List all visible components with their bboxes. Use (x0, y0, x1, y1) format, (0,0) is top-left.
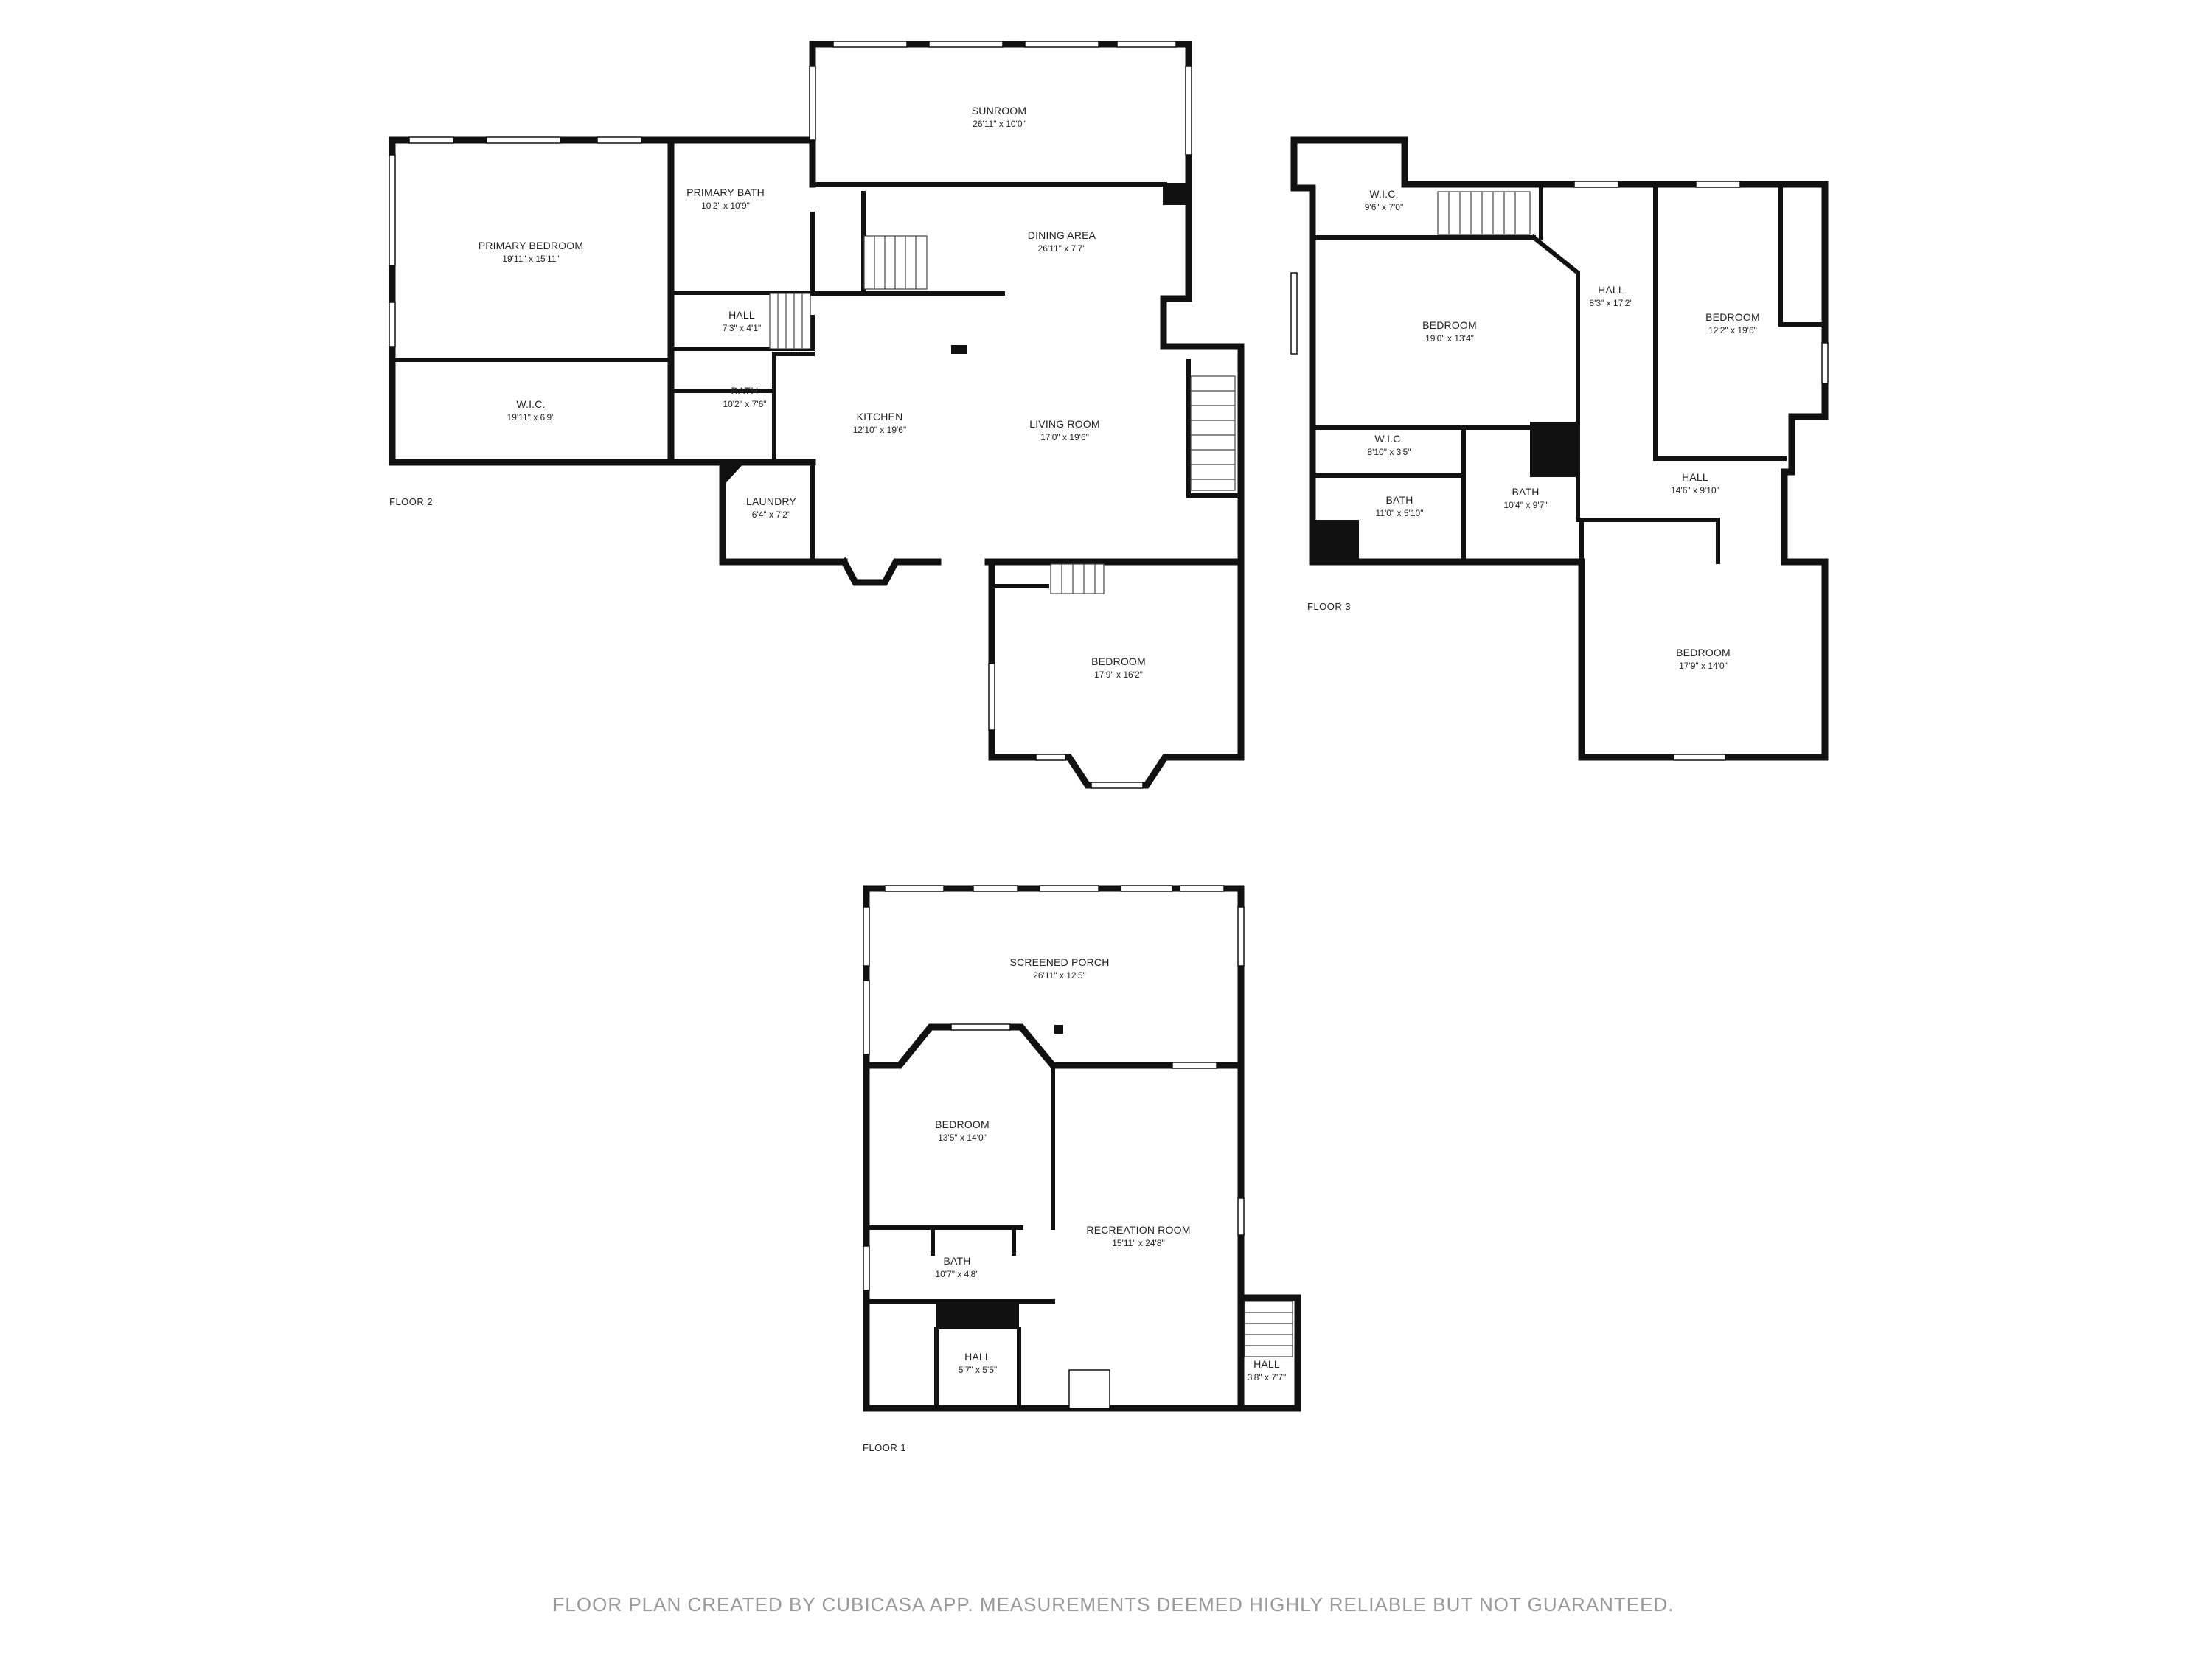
room-dims: 19'11" x 15'11" (502, 254, 559, 264)
room-dims: 10'4" x 9'7" (1503, 500, 1547, 510)
floor-1-labels: SCREENED PORCH 26'11" x 12'5" BEDROOM 13… (863, 956, 1286, 1453)
room-name: HALL (728, 309, 755, 321)
room-name: PRIMARY BATH (686, 187, 765, 198)
room-name: SUNROOM (972, 105, 1027, 116)
room-dims: 17'9" x 16'2" (1094, 669, 1143, 680)
room-dims: 17'0" x 19'6" (1040, 432, 1089, 442)
room-dims: 10'2" x 10'9" (701, 201, 750, 211)
room-name: BEDROOM (1422, 319, 1477, 331)
room-dims: 15'11" x 24'8" (1112, 1238, 1165, 1248)
room-name: BEDROOM (1091, 655, 1146, 667)
room-name: PRIMARY BEDROOM (479, 240, 584, 251)
room-name: BATH (943, 1255, 970, 1267)
floor-1-plan (863, 885, 1301, 1412)
room-name: W.I.C. (1374, 433, 1403, 445)
disclaimer-footer: FLOOR PLAN CREATED BY CUBICASA APP. MEAS… (553, 1593, 1674, 1615)
room-dims: 12'2" x 19'6" (1708, 325, 1757, 335)
room-dims: 26'11" x 12'5" (1033, 970, 1086, 981)
room-name: BATH (1512, 486, 1539, 498)
room-dims: 14'6" x 9'10" (1671, 485, 1719, 495)
room-name: HALL (1598, 284, 1624, 296)
room-dims: 7'3" x 4'1" (723, 323, 761, 333)
floor-2-labels: SUNROOM 26'11" x 10'0" PRIMARY BEDROOM 1… (389, 105, 1146, 680)
room-dims: 17'9" x 14'0" (1679, 661, 1728, 671)
room-name: HALL (1253, 1358, 1280, 1370)
room-name: W.I.C. (516, 398, 545, 410)
room-dims: 6'4" x 7'2" (752, 509, 790, 520)
floor-3-labels: W.I.C. 9'6" x 7'0" BEDROOM 19'0" x 13'4"… (1307, 188, 1760, 671)
room-dims: 13'5" x 14'0" (938, 1133, 987, 1143)
room-dims: 11'0" x 5'10" (1376, 508, 1424, 518)
room-name: SCREENED PORCH (1009, 956, 1109, 968)
room-name: BEDROOM (935, 1119, 990, 1130)
room-dims: 10'7" x 4'8" (935, 1269, 978, 1279)
room-name: RECREATION ROOM (1086, 1224, 1190, 1236)
room-dims: 10'2" x 7'6" (723, 399, 766, 409)
floor-label: FLOOR 2 (389, 496, 433, 507)
room-dims: 19'0" x 13'4" (1425, 333, 1474, 344)
room-dims: 26'11" x 10'0" (973, 119, 1026, 129)
floor-label: FLOOR 1 (863, 1442, 906, 1453)
room-dims: 8'3" x 17'2" (1589, 298, 1632, 308)
floor-3-plan (1290, 136, 1829, 761)
room-dims: 26'11" x 7'7" (1038, 243, 1086, 254)
floor-label: FLOOR 3 (1307, 601, 1351, 612)
room-name: BEDROOM (1676, 647, 1731, 658)
room-dims: 19'11" x 6'9" (507, 412, 555, 422)
room-name: HALL (964, 1351, 991, 1363)
room-name: DINING AREA (1028, 229, 1096, 241)
room-name: BATH (1385, 494, 1413, 506)
room-name: LIVING ROOM (1029, 418, 1100, 430)
room-name: LAUNDRY (746, 495, 797, 507)
room-dims: 3'8" x 7'7" (1248, 1372, 1286, 1382)
floor-2-plan (389, 41, 1245, 789)
room-name: W.I.C. (1369, 188, 1398, 200)
room-dims: 8'10" x 3'5" (1367, 447, 1411, 457)
room-dims: 9'6" x 7'0" (1365, 202, 1403, 212)
room-name: BEDROOM (1705, 311, 1760, 323)
room-name: KITCHEN (857, 411, 903, 422)
room-name: BATH (731, 385, 758, 397)
room-name: HALL (1682, 471, 1708, 483)
room-dims: 12'10" x 19'6" (853, 425, 907, 435)
room-dims: 5'7" x 5'5" (959, 1365, 997, 1375)
